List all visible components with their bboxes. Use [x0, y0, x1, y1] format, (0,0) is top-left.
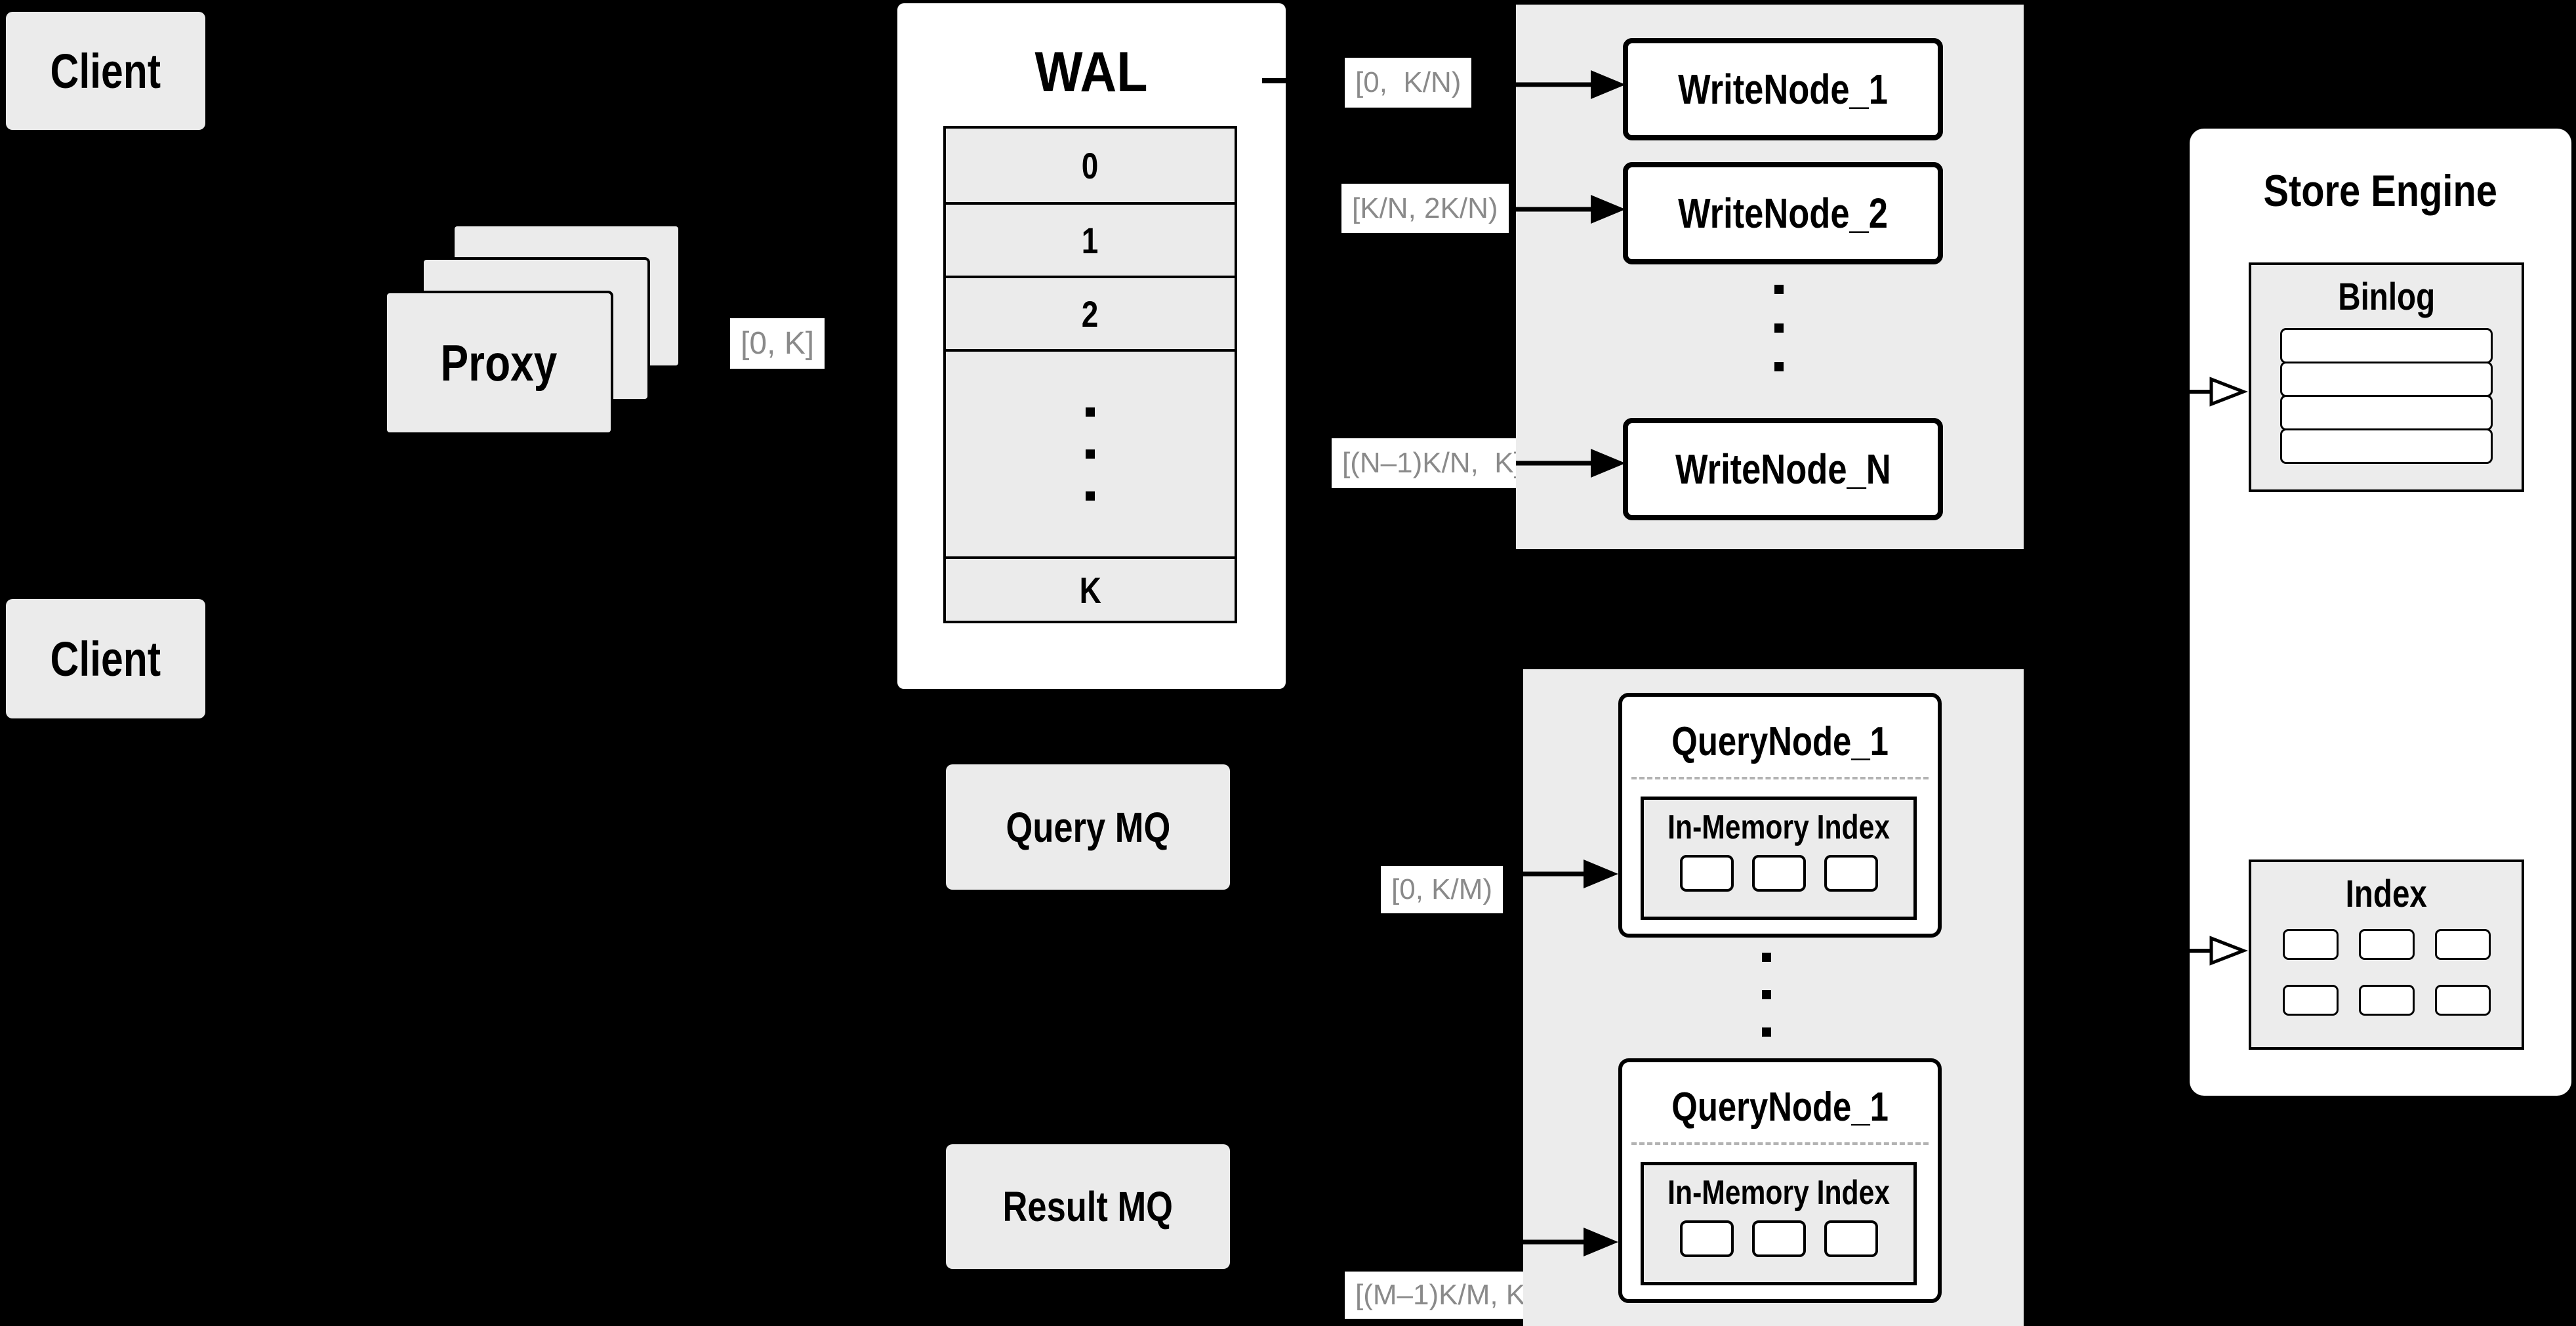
index-cell — [2434, 985, 2491, 1016]
client-label: Client — [50, 631, 161, 686]
segment-cell — [1751, 855, 1806, 892]
segment-cells — [1644, 855, 1913, 892]
client-label: Client — [50, 43, 161, 98]
query-node-top: QueryNode_1 In-Memory Index — [1618, 693, 1942, 938]
in-memory-index: In-Memory Index — [1641, 1162, 1917, 1285]
index-title: Index — [2345, 872, 2428, 915]
client-box-bottom: Client — [6, 599, 205, 718]
dashed-divider — [1631, 777, 1929, 779]
range-label-writenode-1: [0, K/N) — [1345, 58, 1472, 108]
in-memory-index: In-Memory Index — [1641, 797, 1917, 920]
range-label-proxy-out: [0, K] — [730, 318, 825, 369]
wal-title: WAL — [1035, 40, 1148, 104]
result-mq-box: Result MQ — [946, 1144, 1230, 1269]
range-label-writenode-2: [K/N, 2K/N) — [1341, 184, 1509, 233]
index-cell — [2282, 985, 2339, 1016]
binlog-box: Binlog — [2249, 262, 2524, 492]
proxy-label: Proxy — [440, 333, 558, 392]
segment-cell — [1679, 855, 1734, 892]
index-cells — [2251, 929, 2522, 1016]
segment-cells — [1644, 1220, 1913, 1257]
wal-row-ellipsis — [946, 349, 1235, 556]
index-cell — [2358, 929, 2415, 960]
in-memory-index-title: In-Memory Index — [1667, 1174, 1890, 1212]
segment-cell — [1751, 1220, 1806, 1257]
segment-cell — [1679, 1220, 1734, 1257]
index-cell — [2358, 985, 2415, 1016]
write-node-1: WriteNode_1 — [1623, 38, 1943, 140]
vertical-ellipsis-icon — [1762, 953, 1771, 1037]
query-node-title: QueryNode_1 — [1671, 718, 1889, 764]
segment-cell — [1824, 855, 1878, 892]
wal-row-1: 1 — [946, 202, 1235, 276]
query-mq-box: Query MQ — [946, 764, 1230, 890]
binlog-rows — [2280, 328, 2493, 464]
proxy-card-front: Proxy — [384, 291, 613, 435]
store-engine: Store Engine Binlog Index — [2190, 129, 2571, 1096]
dashed-divider — [1631, 1142, 1929, 1145]
range-label-querynode-bottom: [(M–1)K/M, K] — [1345, 1272, 1544, 1319]
range-label-querynode-top: [0, K/M) — [1381, 866, 1503, 913]
binlog-row — [2280, 428, 2493, 464]
vertical-ellipsis-icon — [1086, 407, 1095, 501]
in-memory-index-title: In-Memory Index — [1667, 808, 1890, 846]
wal-segment-table: 0 1 2 K — [943, 126, 1237, 623]
client-box-top: Client — [6, 12, 205, 130]
wal-row-0: 0 — [1082, 144, 1099, 186]
binlog-row — [2280, 362, 2493, 397]
wal-row-k: K — [946, 556, 1235, 621]
binlog-row — [2280, 395, 2493, 430]
vertical-ellipsis-icon — [1774, 285, 1784, 371]
binlog-row — [2280, 328, 2493, 363]
store-engine-title: Store Engine — [2263, 166, 2498, 216]
binlog-title: Binlog — [2338, 275, 2435, 318]
wal-container: WAL 0 1 2 K — [897, 3, 1286, 689]
index-cell — [2434, 929, 2491, 960]
wal-row-2: 2 — [946, 276, 1235, 349]
query-node-bottom: QueryNode_1 In-Memory Index — [1618, 1058, 1942, 1303]
write-node-2: WriteNode_2 — [1623, 162, 1943, 264]
range-label-writenode-n: [(N–1)K/N, K] — [1332, 438, 1532, 488]
query-node-title: QueryNode_1 — [1671, 1084, 1889, 1130]
segment-cell — [1824, 1220, 1878, 1257]
index-cell — [2282, 929, 2339, 960]
index-box: Index — [2249, 860, 2524, 1050]
write-node-n: WriteNode_N — [1623, 418, 1943, 520]
